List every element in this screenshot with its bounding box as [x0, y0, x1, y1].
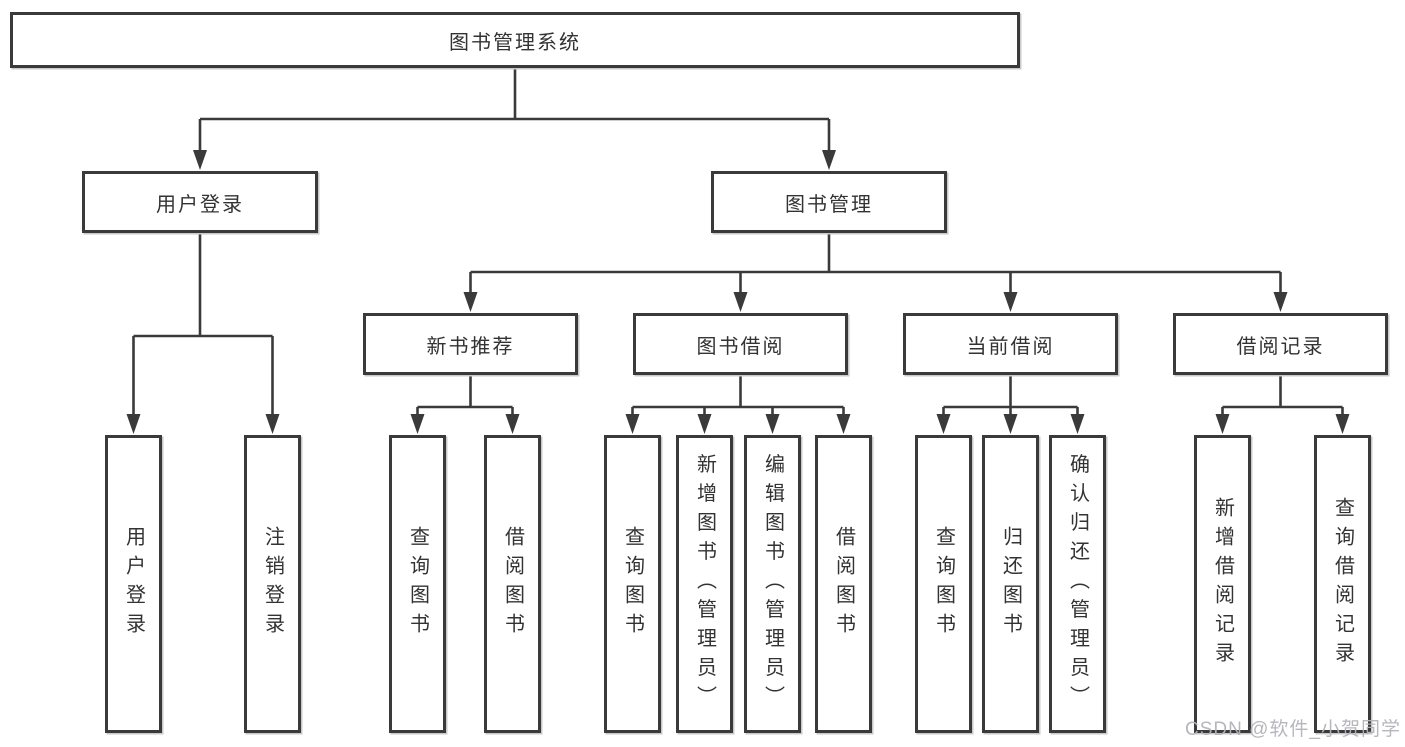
leaf-query-books-borrowing-label: 查询图书 — [621, 526, 644, 642]
leaf-add-book-admin: 新增图书（管理员） — [676, 435, 733, 733]
node-user-login-label: 用户登录 — [156, 193, 244, 216]
node-current-borrowing-label: 当前借阅 — [966, 335, 1055, 358]
leaf-edit-book-admin: 编辑图书（管理员） — [744, 435, 801, 733]
leaf-borrow-books-recommend-label: 借阅图书 — [501, 526, 524, 642]
node-new-book-recommendation: 新书推荐 — [363, 313, 578, 375]
leaf-query-books-borrowing: 查询图书 — [604, 435, 661, 733]
leaf-return-book: 归还图书 — [982, 435, 1039, 733]
leaf-borrow-books-borrowing: 借阅图书 — [815, 435, 872, 733]
leaf-query-books-current: 查询图书 — [915, 435, 972, 733]
node-book-management-label: 图书管理 — [785, 193, 873, 216]
leaf-user-login-label: 用户登录 — [122, 526, 145, 642]
leaf-query-borrow-record-label: 查询借阅记录 — [1331, 497, 1354, 671]
leaf-confirm-return-admin: 确认归还（管理员） — [1049, 435, 1106, 733]
leaf-add-book-admin-label: 新增图书（管理员） — [693, 453, 716, 715]
leaf-query-borrow-record: 查询借阅记录 — [1314, 435, 1371, 733]
leaf-user-login: 用户登录 — [105, 435, 162, 733]
leaf-logout-label: 注销登录 — [261, 526, 284, 642]
leaf-return-book-label: 归还图书 — [999, 526, 1022, 642]
leaf-logout: 注销登录 — [244, 435, 301, 733]
leaf-add-borrow-record: 新增借阅记录 — [1194, 435, 1251, 733]
leaf-borrow-books-recommend: 借阅图书 — [484, 435, 541, 733]
leaf-query-books-current-label: 查询图书 — [932, 526, 955, 642]
node-borrowing-records-label: 借阅记录 — [1236, 335, 1325, 358]
leaf-query-books-recommend: 查询图书 — [389, 435, 446, 733]
node-book-borrowing-label: 图书借阅 — [696, 335, 785, 358]
node-book-management: 图书管理 — [711, 171, 947, 233]
node-root-library-system: 图书管理系统 — [10, 12, 1020, 68]
node-new-book-recommendation-label: 新书推荐 — [426, 335, 515, 358]
leaf-edit-book-admin-label: 编辑图书（管理员） — [761, 453, 784, 715]
node-root-label: 图书管理系统 — [449, 31, 581, 54]
node-user-login: 用户登录 — [82, 171, 318, 233]
node-borrowing-records: 借阅记录 — [1173, 313, 1388, 375]
leaf-borrow-books-borrowing-label: 借阅图书 — [832, 526, 855, 642]
leaf-query-books-recommend-label: 查询图书 — [406, 526, 429, 642]
node-current-borrowing: 当前借阅 — [903, 313, 1118, 375]
leaf-confirm-return-admin-label: 确认归还（管理员） — [1066, 453, 1089, 715]
leaf-add-borrow-record-label: 新增借阅记录 — [1211, 497, 1234, 671]
node-book-borrowing: 图书借阅 — [633, 313, 848, 375]
